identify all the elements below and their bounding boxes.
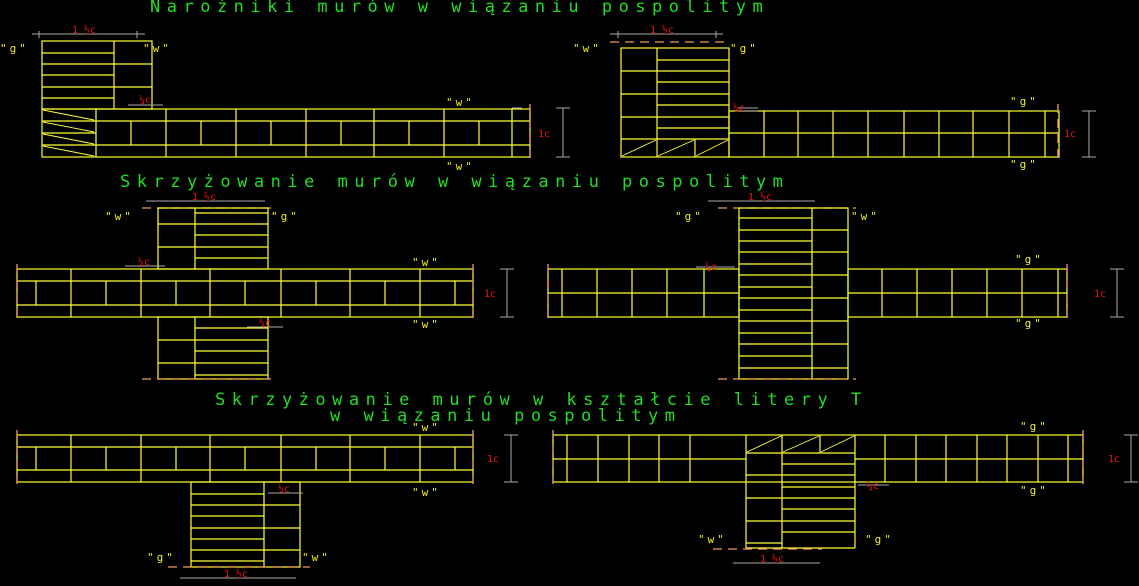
title-t-junction-1: Skrzyżowanie murów w kształcie litery T (215, 390, 868, 410)
dim-crossing-left-offset-bottom: ¼c (259, 317, 271, 329)
dim-crossing-left-offset-top: ¼c (138, 256, 150, 268)
label-g: "g" (730, 42, 759, 55)
label-w: "w" (698, 533, 727, 546)
dim-t-right-thickness: 1c (1108, 454, 1120, 465)
dim-crossing-right-offset: ¼c (705, 261, 717, 273)
label-g: "g" (1015, 317, 1044, 330)
title-corners: Narożniki murów w wiązaniu pospolitym (150, 0, 769, 17)
label-g: "g" (1015, 253, 1044, 266)
label-w: "w" (143, 42, 172, 55)
dim-corner-right-offset: ¼c (733, 102, 745, 114)
label-g: "g" (147, 551, 176, 564)
label-w: "w" (412, 318, 441, 331)
label-w: "w" (446, 160, 475, 173)
dim-corner-right-thickness: 1c (1064, 129, 1076, 140)
dim-t-left-offset: ¼c (278, 483, 290, 495)
dim-t-left-width: 1 ½c (224, 568, 248, 580)
dim-corner-left-width: 1 ½c (72, 24, 96, 36)
label-g: "g" (271, 210, 300, 223)
label-w: "w" (851, 210, 880, 223)
dim-crossing-right-width: 1 ½c (748, 191, 772, 203)
label-w: "w" (412, 486, 441, 499)
dim-crossing-left-width: 1 ½c (192, 191, 216, 203)
label-g: "g" (675, 210, 704, 223)
dim-t-right-offset: ¼c (867, 480, 879, 492)
drawing-corner-right: 1 ½c ¼c 1c "w" "g" "g" "g" (573, 24, 1096, 171)
drawing-corner-left: 1 ½c ¼c 1c "g" "w" "w" "w" (0, 24, 570, 173)
title-crossing: Skrzyżowanie murów w wiązaniu pospolitym (120, 172, 789, 192)
label-w: "w" (302, 551, 331, 564)
dim-crossing-right-thickness: 1c (1094, 289, 1106, 300)
dim-corner-left-offset: ¼c (139, 94, 151, 106)
dim-t-right-width: 1 ½c (760, 553, 784, 565)
label-g: "g" (865, 533, 894, 546)
dim-corner-left-thickness: 1c (538, 129, 550, 140)
label-g: "g" (1020, 420, 1049, 433)
label-g: "g" (0, 42, 29, 55)
drawing-crossing-right: 1 ½c ¼c 1c "g" "w" "g" "g" (547, 191, 1124, 380)
dim-corner-right-width: 1 ½c (650, 24, 674, 36)
label-w: "w" (412, 256, 441, 269)
label-w: "w" (105, 210, 134, 223)
title-t-junction-2: w wiązaniu pospolitym (330, 406, 681, 426)
label-g: "g" (1010, 158, 1039, 171)
drawing-crossing-left: 1 ½c ¼c ¼c 1c "w" "g" "w" "w" (16, 191, 514, 380)
drawing-t-junction-right: 1 ½c ¼c 1c "g" "g" "w" "g" (552, 420, 1138, 565)
label-g: "g" (1020, 484, 1049, 497)
label-w: "w" (446, 96, 475, 109)
label-w: "w" (573, 42, 602, 55)
drawing-t-junction-left: ¼c 1 ½c 1c "w" "w" "g" "w" (16, 421, 518, 580)
dim-t-left-thickness: 1c (487, 454, 499, 465)
label-w: "w" (412, 421, 441, 434)
dim-crossing-left-thickness: 1c (484, 289, 496, 300)
label-g: "g" (1010, 95, 1039, 108)
